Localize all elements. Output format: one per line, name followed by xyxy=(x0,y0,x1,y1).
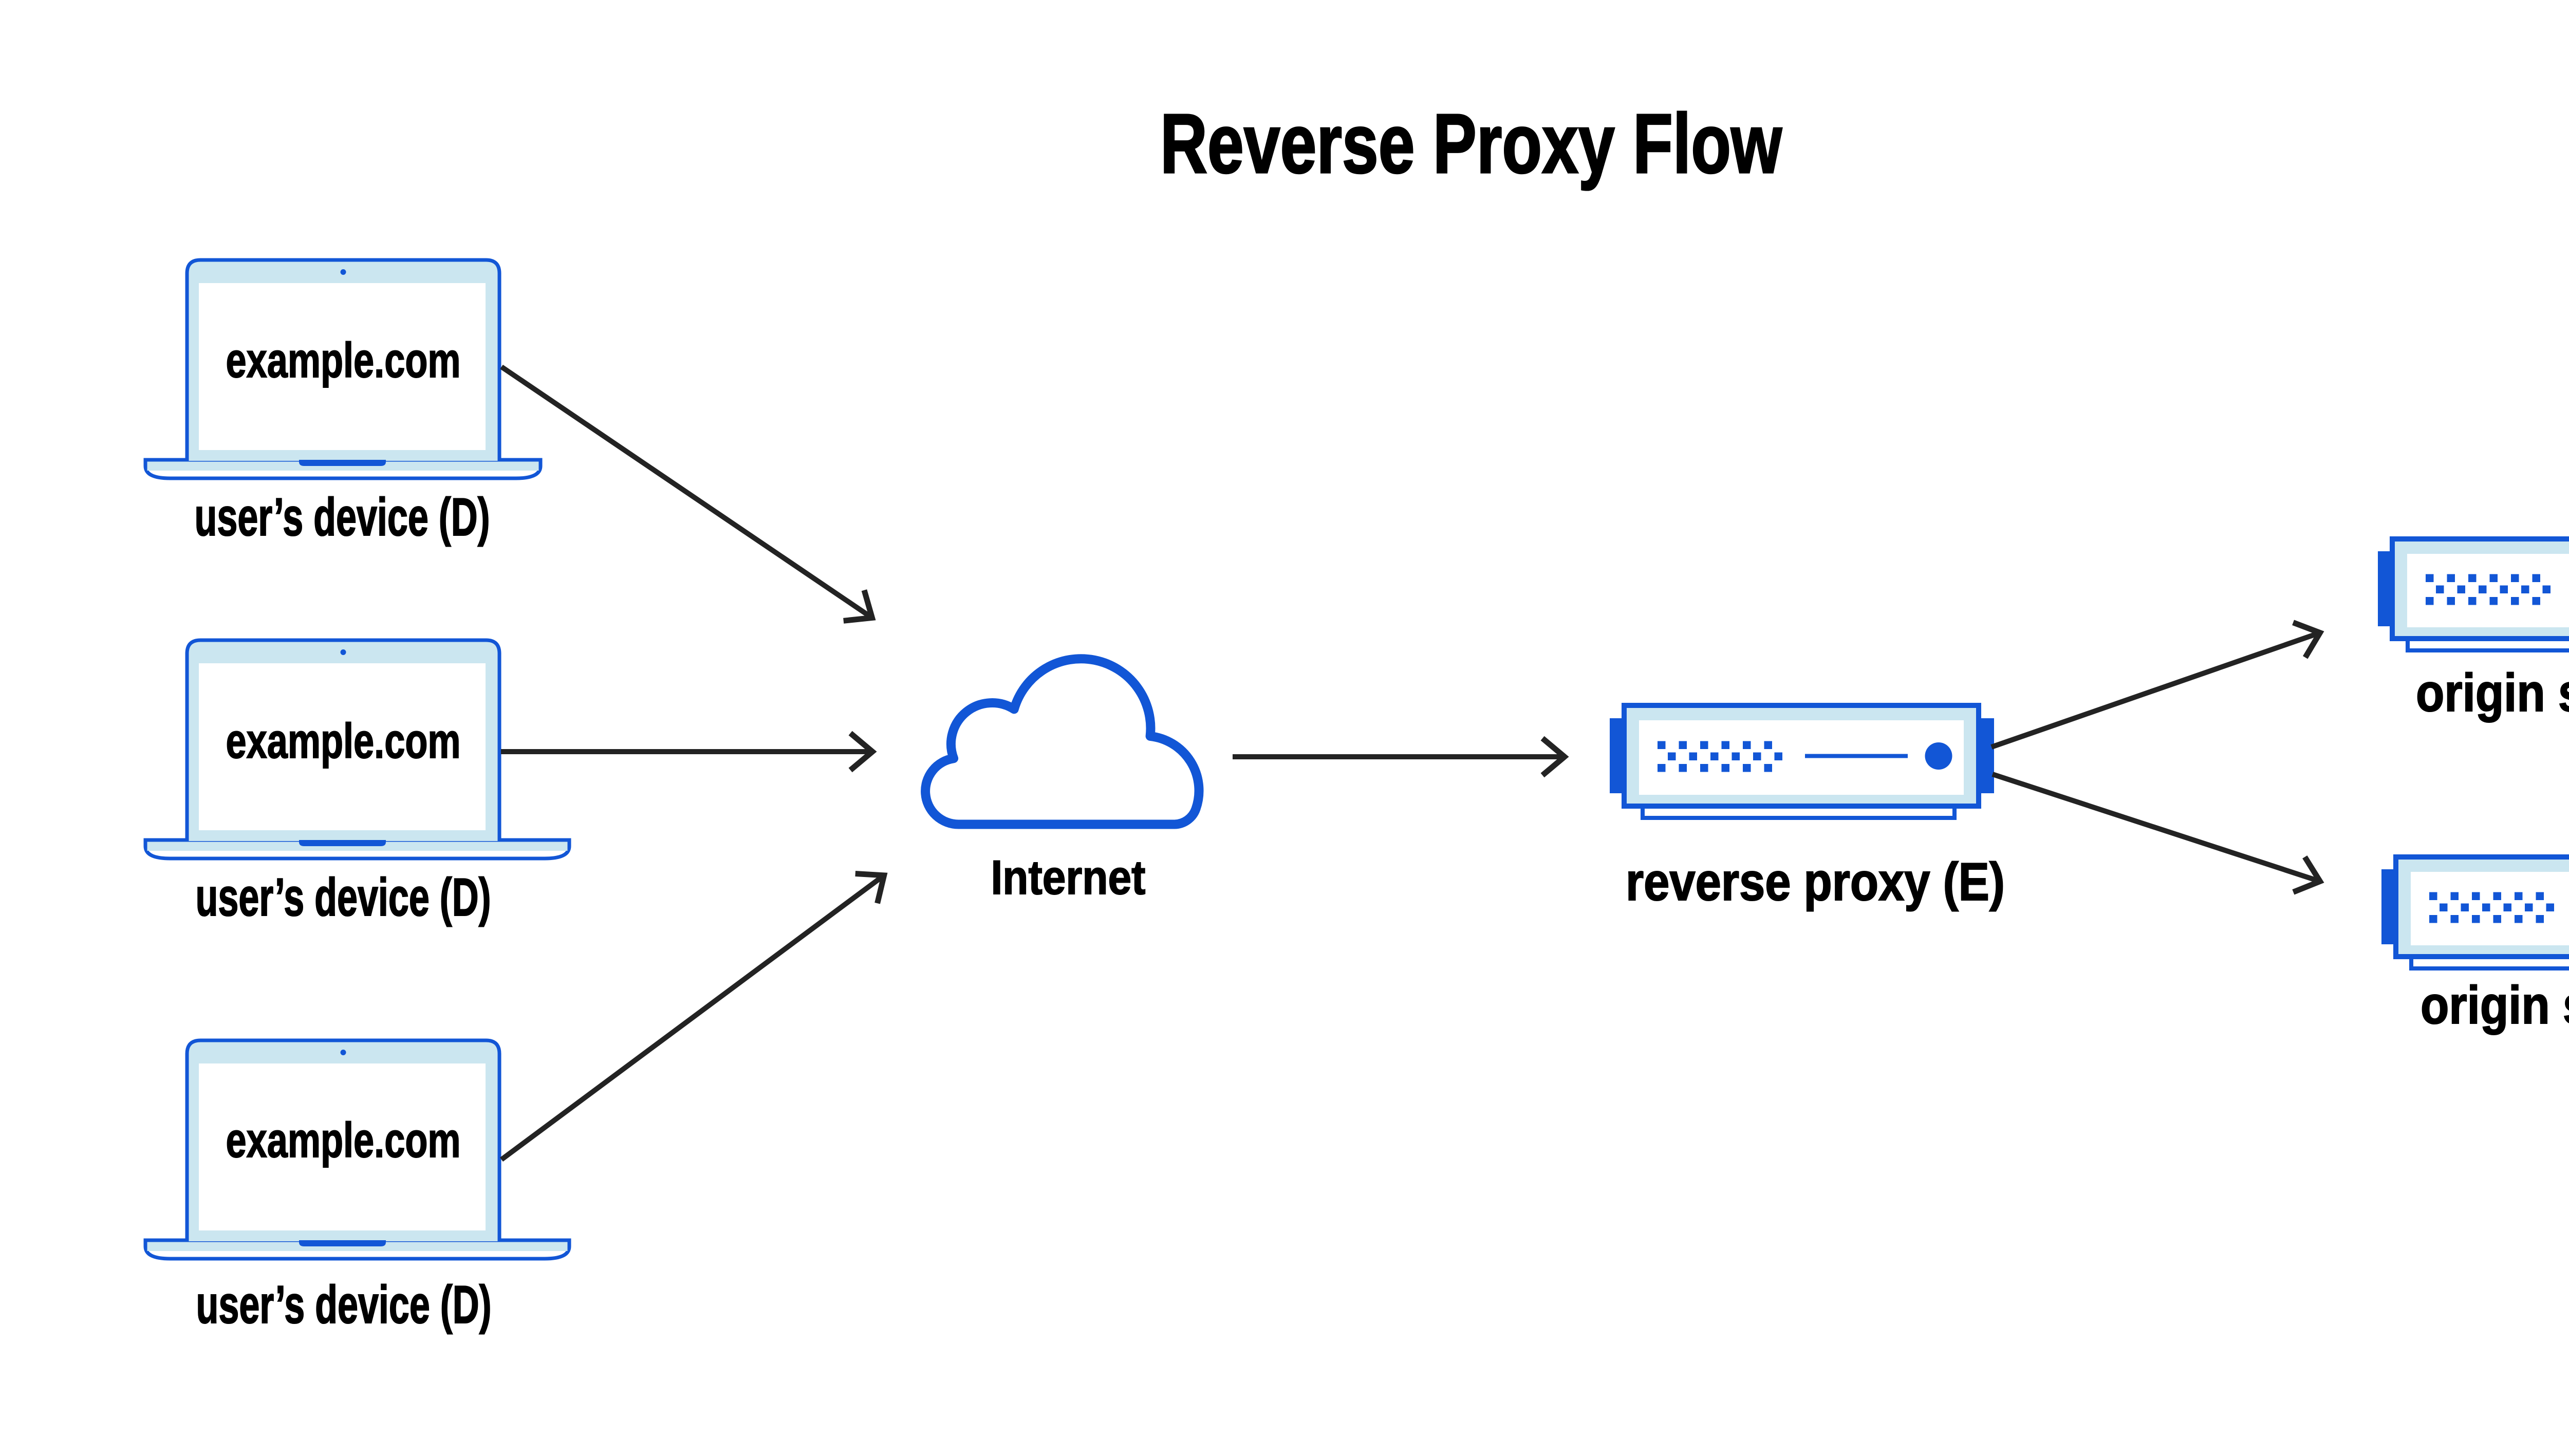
svg-text:Reverse Proxy Flow: Reverse Proxy Flow xyxy=(1160,97,1782,191)
svg-text:example.com: example.com xyxy=(226,714,461,769)
svg-text:origin server (F): origin server (F) xyxy=(2416,663,2569,723)
svg-text:user’s device (D): user’s device (D) xyxy=(196,1275,492,1335)
svg-text:example.com: example.com xyxy=(226,333,461,388)
svg-text:origin server (F): origin server (F) xyxy=(2421,976,2569,1035)
svg-text:user’s device (D): user’s device (D) xyxy=(195,488,490,547)
svg-text:user’s device (D): user’s device (D) xyxy=(196,868,491,927)
svg-text:example.com: example.com xyxy=(226,1113,461,1168)
svg-text:reverse proxy (E): reverse proxy (E) xyxy=(1626,852,2005,912)
svg-text:Internet: Internet xyxy=(991,850,1146,904)
